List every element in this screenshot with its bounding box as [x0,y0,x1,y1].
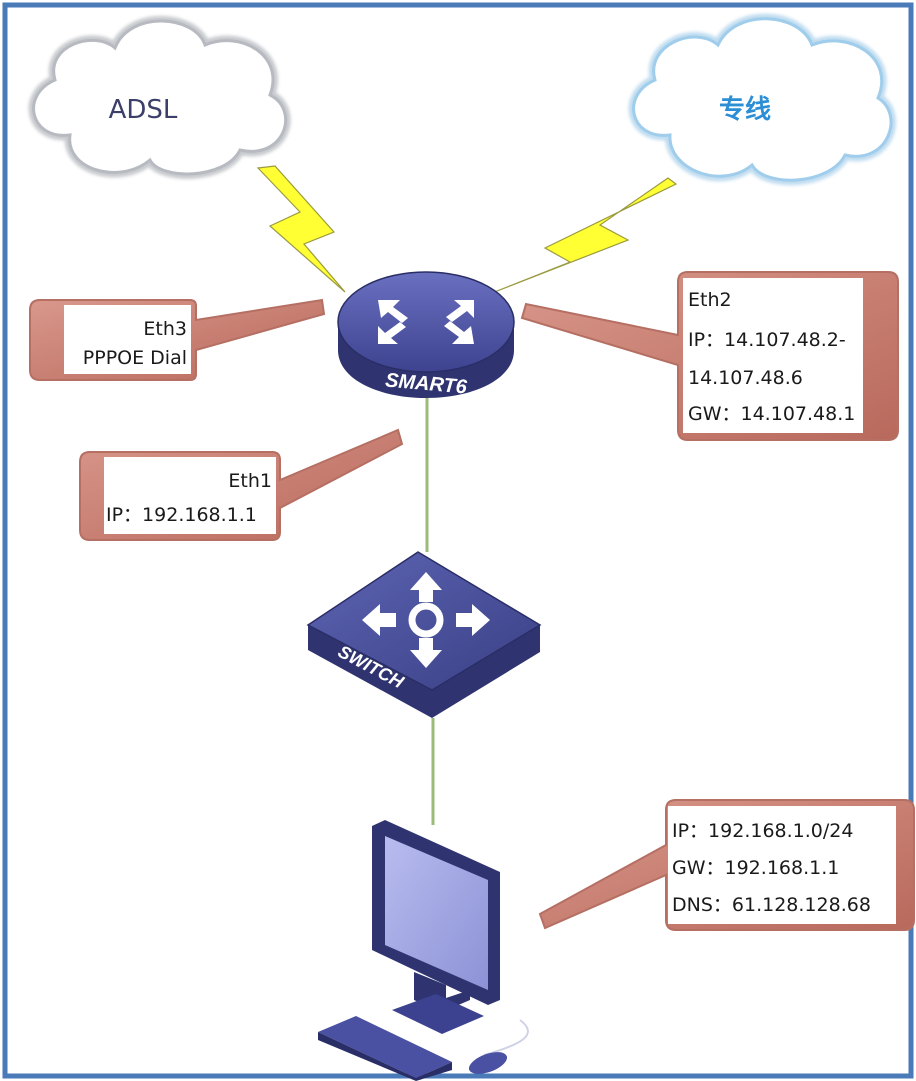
computer-icon [318,820,529,1081]
router-icon: SMART6 [337,271,515,399]
eth2-line-3: 14.107.48.6 [688,367,803,389]
pc-line-1: IP：192.168.1.0/24 [672,820,853,842]
eth1-line-2: IP：192.168.1.1 [106,504,257,526]
eth2-line-1: Eth2 [688,289,732,311]
eth1-line-1: Eth1 [228,470,272,492]
eth3-line-2: PPPOE Dial [83,347,187,369]
leased-line-label: 专线 [719,95,771,125]
eth3-line-1: Eth3 [143,318,187,340]
leased-line-cloud: 专线 [628,13,896,186]
callout-pc: IP：192.168.1.0/24 GW：192.168.1.1 DNS：61.… [538,799,915,931]
eth2-line-4: GW：14.107.48.1 [688,403,855,425]
callout-eth1: Eth1 IP：192.168.1.1 [79,428,404,541]
adsl-cloud: ADSL [28,16,291,179]
callout-eth3: Eth3 PPPOE Dial [29,298,326,381]
eth2-line-2: IP：14.107.48.2- [688,329,846,351]
pc-line-2: GW：192.168.1.1 [672,857,839,879]
adsl-label: ADSL [109,95,178,125]
lightning-right-icon [491,177,678,294]
callout-eth2: Eth2 IP：14.107.48.2- 14.107.48.6 GW：14.1… [520,271,899,441]
lightning-left-icon [256,165,346,293]
pc-line-3: DNS：61.128.128.68 [672,894,871,916]
switch-icon: SWITCH [306,551,542,718]
